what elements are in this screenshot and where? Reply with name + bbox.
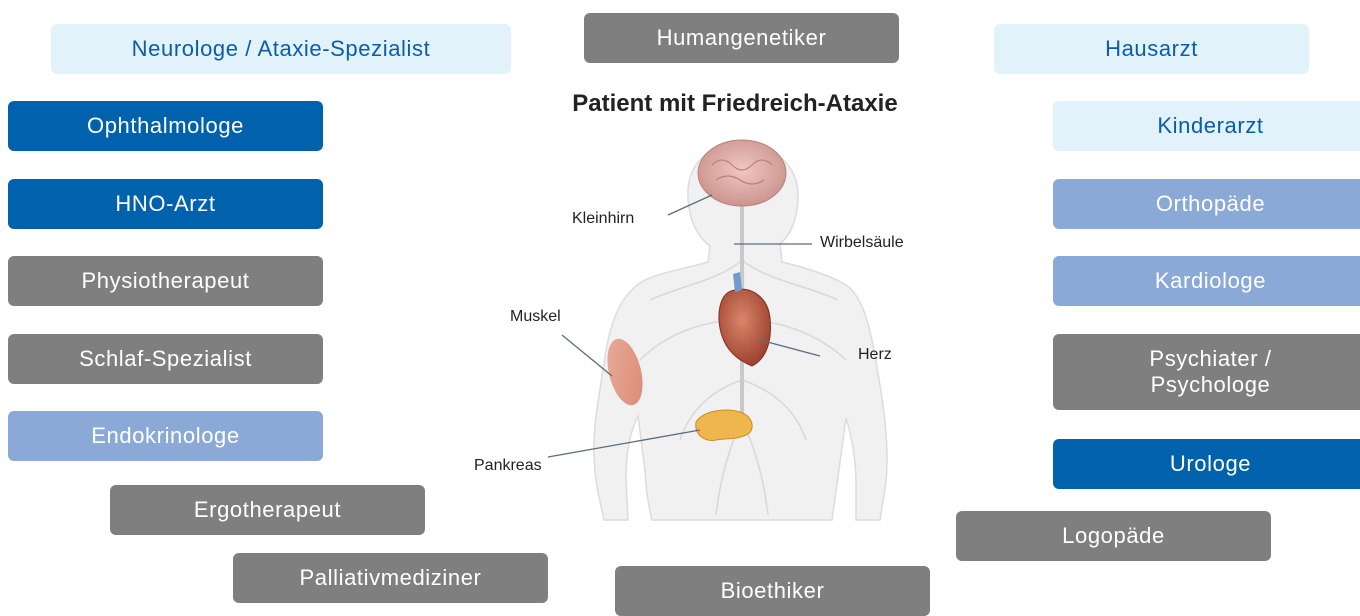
- herz-label: Herz: [858, 346, 892, 364]
- muskel-label: Muskel: [510, 308, 561, 326]
- brain-shape: [698, 140, 786, 206]
- wirbelsaeule-label: Wirbelsäule: [820, 234, 904, 252]
- pancreas-shape: [696, 410, 752, 440]
- kleinhirn-label: Kleinhirn: [572, 210, 634, 228]
- pankreas-label: Pankreas: [474, 457, 542, 475]
